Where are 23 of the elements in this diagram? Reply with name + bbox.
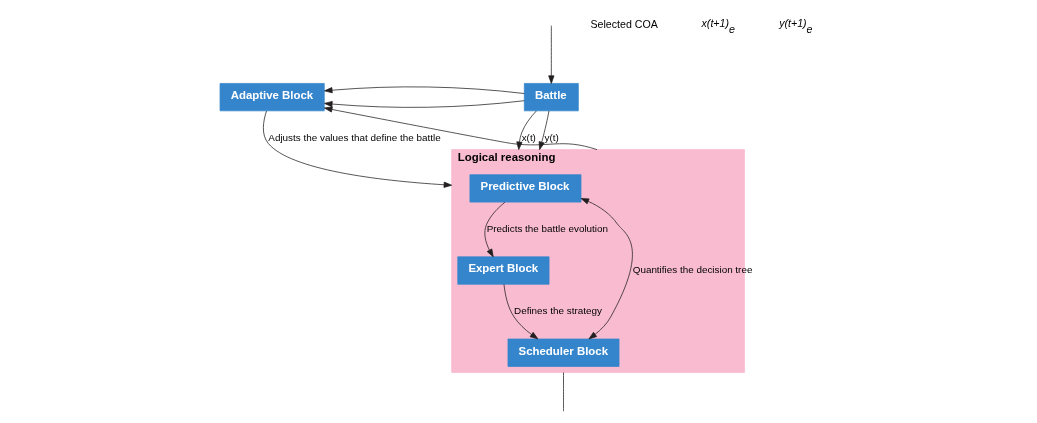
arrow — [538, 110, 549, 150]
arrow — [503, 283, 538, 340]
arrow — [323, 100, 525, 108]
node-box: Battle — [523, 83, 579, 112]
arrow — [580, 198, 633, 340]
connector — [562, 372, 564, 412]
edge-label: Predicts the battle evolution — [486, 223, 608, 235]
arrow — [483, 201, 505, 258]
arrow — [515, 110, 537, 150]
label: Selected COA — [590, 17, 658, 30]
node-box: Adaptive Block — [219, 83, 325, 112]
edge-label: Quantifies the decision tree — [632, 264, 752, 276]
node-box: Predictive Block — [469, 174, 581, 203]
arrow — [323, 86, 525, 94]
node-box: Scheduler Block — [507, 338, 619, 367]
arrow — [323, 106, 597, 150]
arrow — [262, 110, 452, 188]
edge-label: Defines the strategy — [513, 305, 602, 317]
node-box: Expert Block — [456, 256, 549, 285]
edge-label: Adjusts the values that define the battle — [267, 131, 441, 143]
edge-label: y(t) — [543, 131, 559, 143]
arrow — [547, 25, 554, 84]
edge-label: x(t) — [521, 131, 536, 143]
